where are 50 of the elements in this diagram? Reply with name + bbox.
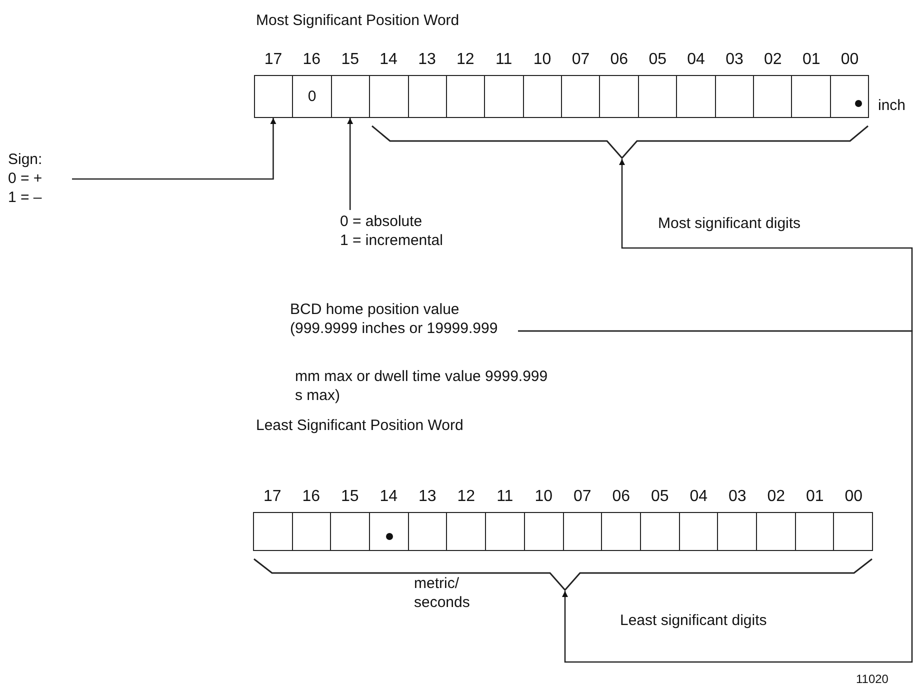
bit-number: 10 [533, 51, 552, 69]
leader-line [72, 118, 276, 180]
annotation: BCD home position value (999.9999 inches or 19999.999 mm max or dwell time value 9999.999 s max) [290, 300, 552, 404]
bit-number: 00 [840, 51, 859, 69]
edge-label: Least significant digits [618, 612, 769, 629]
bit-number: 04 [687, 51, 705, 69]
leader-line [347, 118, 354, 210]
bit-number: 06 [612, 488, 630, 506]
register-title: Most Significant Position Word [256, 12, 460, 30]
unit-label: inch [878, 96, 907, 115]
bit-number: 14 [380, 51, 398, 69]
bit-number: 02 [764, 51, 782, 69]
bit-number: 05 [650, 488, 669, 506]
bit-register [254, 75, 869, 118]
bit-number: 15 [341, 51, 359, 69]
bit-number: 04 [690, 488, 708, 506]
bit-cell: 0 [293, 76, 332, 117]
bit-number: 14 [380, 488, 398, 506]
figure-number: 11020 [856, 671, 888, 688]
bit-number: 07 [572, 51, 590, 69]
connector [518, 330, 913, 663]
bit-number: 17 [264, 51, 282, 69]
bit-number: 07 [573, 488, 592, 506]
unit-label: metric/ seconds [414, 574, 471, 612]
bit-number: 16 [302, 488, 320, 506]
bit-number: 17 [263, 488, 282, 506]
bit-number: 06 [610, 51, 628, 69]
bit-number: 10 [534, 488, 553, 506]
bit-number: 16 [302, 51, 321, 69]
register-title: Least Significant Position Word [256, 417, 464, 435]
bit-number: 03 [728, 488, 746, 506]
bit-number: 01 [806, 488, 824, 506]
bit-number: 12 [456, 51, 474, 69]
bit-number: 15 [340, 488, 359, 506]
edge-label: Most significant digits [656, 215, 803, 232]
bit-number: 01 [802, 51, 820, 69]
annotation: 0 = absolute 1 = incremental [340, 212, 490, 252]
annotation: Sign: 0 = + 1 = – [8, 150, 72, 210]
bit-number: 02 [767, 488, 786, 506]
bracket [252, 557, 874, 591]
bit-number: 13 [418, 51, 436, 69]
bit-number: 11 [496, 51, 512, 69]
bit-register [253, 512, 873, 551]
bit-number: 13 [418, 488, 436, 506]
bit-number: 11 [496, 488, 514, 506]
bit-number: 03 [726, 51, 744, 69]
bracket [370, 124, 870, 159]
bit-number: 05 [648, 51, 666, 69]
bit-number: 00 [844, 488, 863, 506]
bit-number: 12 [457, 488, 476, 506]
